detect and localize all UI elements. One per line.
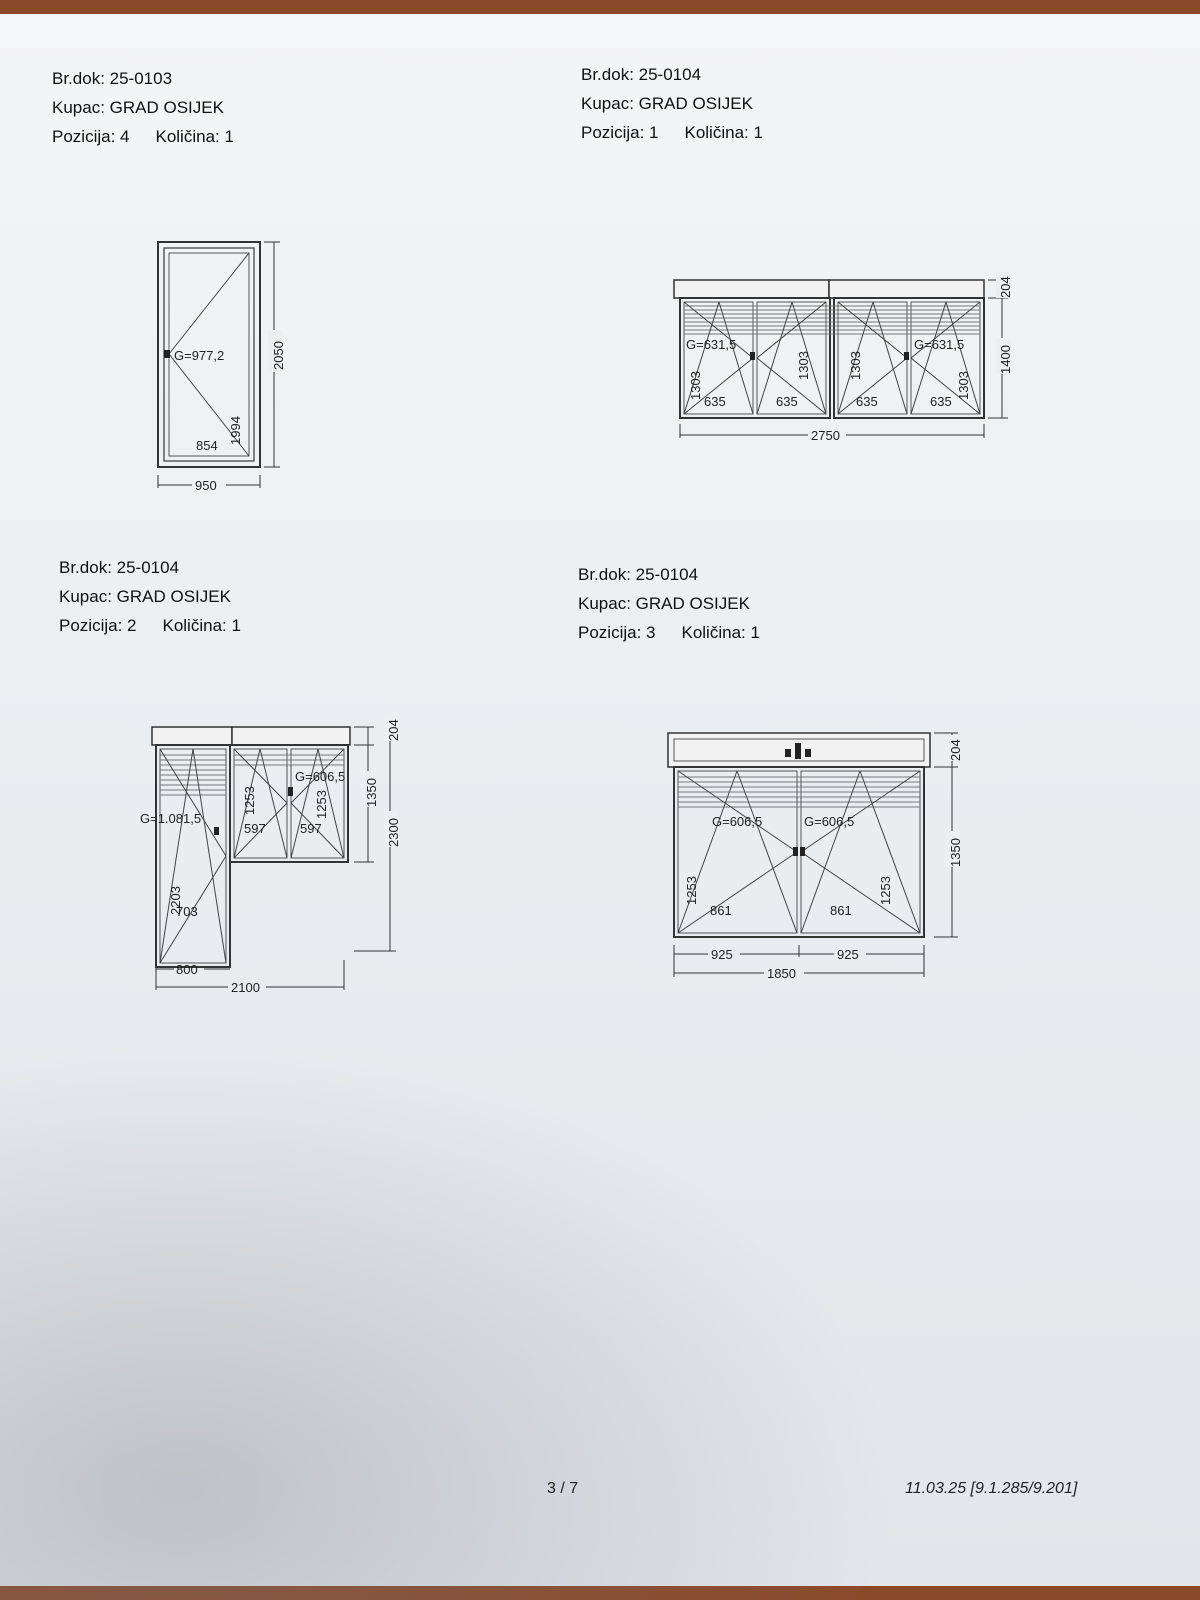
half-width-2: 925: [837, 947, 859, 962]
box-dim: 204: [948, 739, 963, 761]
width-dim: 950: [195, 478, 217, 493]
position-header-2: Br.dok: 25-0104 Kupac: GRAD OSIJEK Pozic…: [581, 60, 763, 147]
sash-height-1: 1253: [684, 876, 699, 905]
glass-window: G=606,5: [295, 769, 345, 784]
height-dim: 1400: [998, 345, 1013, 374]
doc-number: Br.dok: 25-0104: [59, 558, 180, 577]
window-drawing-pos3: G=606,5 G=606,5 1253 1253 861 861 204 13…: [667, 732, 963, 981]
position: Pozicija: 3: [578, 623, 656, 642]
door-drawing: G=977,2 854 1994 2050 950: [157, 241, 286, 493]
position-header-1: Br.dok: 25-0103 Kupac: GRAD OSIJEK Pozic…: [52, 64, 234, 151]
sash-height-2: 1303: [796, 351, 811, 380]
glass-right: G=606,5: [804, 814, 854, 829]
sash-height-4: 1303: [956, 371, 971, 400]
sash-height-2: 1253: [314, 790, 329, 819]
window-drawing-pos1: G=631,5 G=631,5 1303 1303 1303 1303 635 …: [673, 272, 1013, 443]
date-version: 11.03.25 [9.1.285/9.201]: [905, 1480, 1078, 1497]
glass-left: G=631,5: [686, 337, 736, 352]
sash-width-3: 635: [856, 394, 878, 409]
customer: Kupac: GRAD OSIJEK: [52, 98, 224, 117]
doc-number: Br.dok: 25-0104: [581, 65, 702, 84]
quantity: Količina: 1: [155, 127, 234, 146]
quantity: Količina: 1: [162, 616, 241, 635]
inner-width: 854: [196, 438, 218, 453]
glass-door: G=1.081,5: [140, 811, 201, 826]
door-height: 2203: [168, 886, 183, 915]
customer: Kupac: GRAD OSIJEK: [578, 594, 750, 613]
position-header-3: Br.dok: 25-0104 Kupac: GRAD OSIJEK Pozic…: [59, 553, 241, 640]
box-dim: 204: [386, 719, 401, 741]
box-dim: 204: [998, 276, 1013, 298]
door-width: 703: [176, 904, 198, 919]
quantity: Količina: 1: [684, 123, 763, 142]
half-width-1: 925: [711, 947, 733, 962]
door-outer-width: 800: [176, 962, 198, 977]
height-dim: 2300: [386, 818, 401, 847]
sash-width-2: 597: [300, 821, 322, 836]
doc-number: Br.dok: 25-0104: [578, 565, 699, 584]
position: Pozicija: 1: [581, 123, 659, 142]
height-dim: 1350: [948, 838, 963, 867]
height-dim: 2050: [271, 341, 286, 370]
sash-width-1: 635: [704, 394, 726, 409]
quantity: Količina: 1: [681, 623, 760, 642]
sash-height-1: 1303: [688, 371, 703, 400]
window-drawing-pos2: G=1.081,5 G=606,5 1253 1253 597 597 2203…: [140, 715, 401, 995]
position-header-4: Br.dok: 25-0104 Kupac: GRAD OSIJEK Pozic…: [578, 560, 760, 647]
glass-label: G=977,2: [174, 348, 224, 363]
sash-height-2: 1253: [878, 876, 893, 905]
sash-width-2: 861: [830, 903, 852, 918]
width-dim: 1850: [767, 966, 796, 981]
sash-width-1: 861: [710, 903, 732, 918]
position: Pozicija: 4: [52, 127, 130, 146]
page-number: 3 / 7: [547, 1480, 579, 1497]
width-dim: 2750: [811, 428, 840, 443]
sash-height-1: 1253: [242, 786, 257, 815]
sash-height-3: 1303: [848, 351, 863, 380]
sash-width-2: 635: [776, 394, 798, 409]
position: Pozicija: 2: [59, 616, 137, 635]
glass-right: G=631,5: [914, 337, 964, 352]
customer: Kupac: GRAD OSIJEK: [581, 94, 753, 113]
glass-left: G=606,5: [712, 814, 762, 829]
inner-height: 1994: [228, 416, 243, 445]
customer: Kupac: GRAD OSIJEK: [59, 587, 231, 606]
sash-width-1: 597: [244, 821, 266, 836]
sash-width-4: 635: [930, 394, 952, 409]
doc-number: Br.dok: 25-0103: [52, 69, 173, 88]
window-height: 1350: [364, 778, 379, 807]
width-dim: 2100: [231, 980, 260, 995]
